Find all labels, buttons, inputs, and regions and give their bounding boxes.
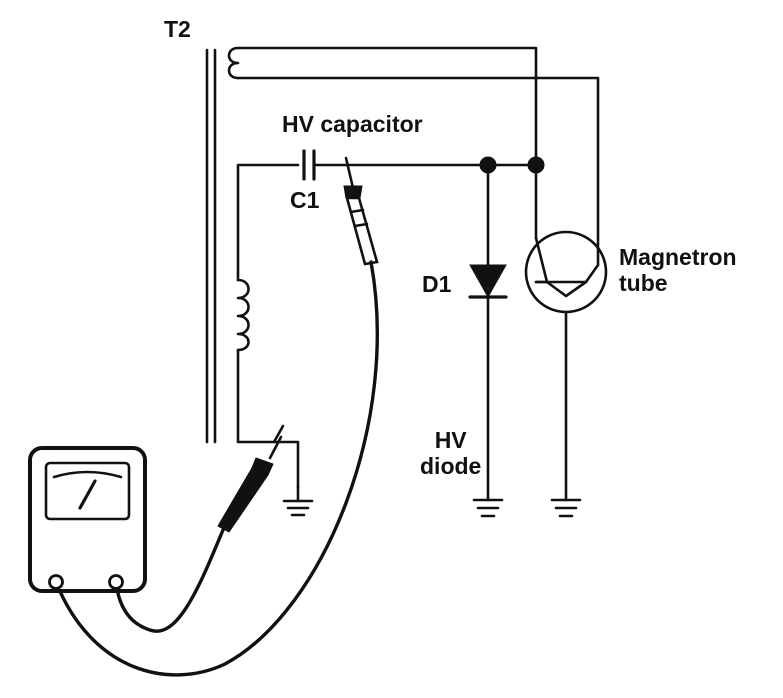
capacitor-c1 (302, 149, 538, 181)
label-hv-capacitor: HV capacitor (282, 111, 423, 137)
label-magnetron-line2: tube (619, 269, 668, 296)
diode-d1 (468, 163, 508, 502)
ground-symbol-transformer (282, 485, 314, 517)
hv-secondary-winding (236, 163, 300, 489)
multimeter (28, 446, 147, 593)
filament-winding (227, 46, 600, 267)
test-probe-ground (217, 435, 283, 533)
label-transformer-t2: T2 (164, 16, 191, 42)
magnetron-tube (524, 163, 608, 502)
label-magnetron-line1: Magnetron (619, 244, 737, 270)
label-diode-d1: D1 (422, 271, 452, 297)
label-hv-diode-line2: diode (420, 452, 482, 479)
ground-symbol-magnetron (550, 498, 582, 518)
ground-symbol-diode (472, 498, 504, 518)
transformer-core (205, 48, 217, 444)
label-capacitor-c1: C1 (290, 187, 320, 213)
test-probe-capacitor (343, 156, 379, 266)
label-hv-diode-line1: HV (434, 427, 467, 453)
label-hv-diode: HV diode (420, 427, 482, 480)
meter-test-leads (54, 260, 379, 677)
label-magnetron-tube: Magnetron tube (619, 244, 737, 297)
